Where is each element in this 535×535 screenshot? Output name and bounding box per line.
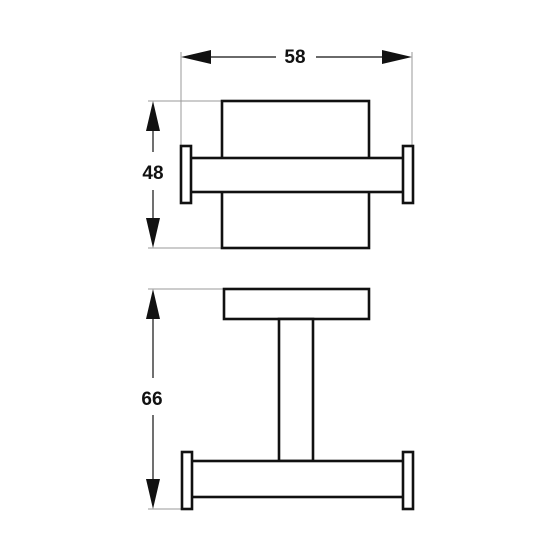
height-label: 48: [142, 163, 163, 184]
side-view-end-cap-right: [401, 450, 415, 511]
depth-dimension: 66: [141, 288, 224, 510]
side-view-bar: [188, 459, 408, 499]
depth-label: 66: [141, 389, 162, 410]
height-dimension: 48: [142, 100, 222, 249]
side-view-end-cap-left: [180, 450, 194, 511]
width-label-gap: [276, 42, 316, 70]
front-view: [179, 99, 415, 250]
side-view-stem: [277, 317, 315, 463]
width-dimension: 58: [180, 42, 413, 146]
front-view-bar: [188, 156, 408, 194]
height-arrow-bottom: [146, 218, 160, 248]
height-arrow-top: [146, 101, 160, 131]
front-view-end-cap-right: [401, 144, 415, 205]
front-view-end-cap-left: [179, 144, 193, 205]
width-arrow-right: [382, 50, 412, 64]
width-arrow-left: [181, 50, 211, 64]
width-label: 58: [284, 47, 305, 68]
depth-arrow-top: [146, 289, 160, 319]
side-view-mounting-plate: [222, 287, 371, 321]
depth-arrow-bottom: [146, 479, 160, 509]
side-view: [180, 287, 415, 511]
